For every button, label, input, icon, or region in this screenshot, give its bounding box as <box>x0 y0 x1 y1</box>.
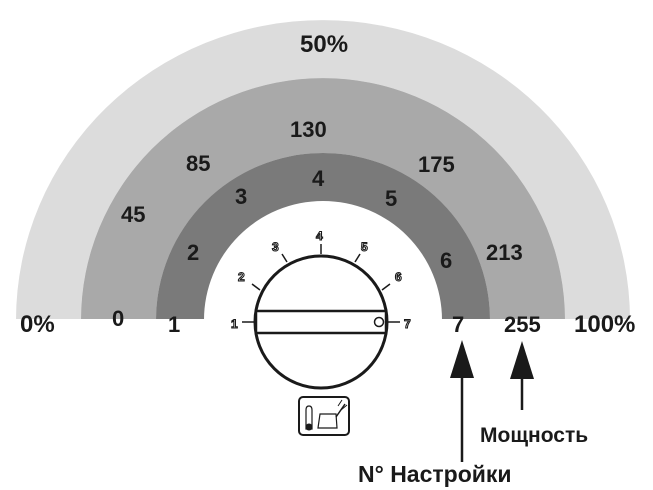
dial-number: 5 <box>361 240 368 254</box>
power-max-label: 100% <box>574 311 635 338</box>
inner-band <box>156 153 490 320</box>
setting-number: 2 <box>187 240 199 265</box>
setting-number: 1 <box>168 312 180 337</box>
setting-number: 4 <box>312 166 325 191</box>
power-value: 130 <box>290 117 327 142</box>
power-arrow <box>510 341 534 410</box>
power-mid-label: 50% <box>300 31 348 58</box>
power-value: 0 <box>112 306 124 331</box>
setting-arrow <box>450 340 474 462</box>
setting-number: 5 <box>385 186 397 211</box>
power-callout-label: Мощность <box>480 424 588 447</box>
middle-band <box>81 78 565 320</box>
dial-number: 4 <box>316 229 323 243</box>
setting-number: 7 <box>452 312 464 337</box>
outer-band-left <box>16 20 630 321</box>
setting-callout-label: N° Настройки <box>358 461 512 487</box>
power-min-label: 0% <box>20 311 55 338</box>
dial-number: 1 <box>231 317 238 331</box>
power-value: 213 <box>486 240 523 265</box>
power-value: 175 <box>418 152 455 177</box>
setting-number: 6 <box>440 248 452 273</box>
control-knob[interactable] <box>253 254 389 390</box>
power-value: 45 <box>121 202 145 227</box>
power-value: 85 <box>186 151 210 176</box>
power-value: 255 <box>504 312 541 337</box>
dial-number: 2 <box>238 270 245 284</box>
dial-number: 7 <box>404 317 411 331</box>
dial-number: 3 <box>272 240 279 254</box>
dial-number: 6 <box>395 270 402 284</box>
knob-indicator-dot <box>373 316 385 328</box>
setting-number: 3 <box>235 184 247 209</box>
dial-ticks <box>242 244 400 323</box>
soldering-iron-stand-icon <box>298 396 350 436</box>
